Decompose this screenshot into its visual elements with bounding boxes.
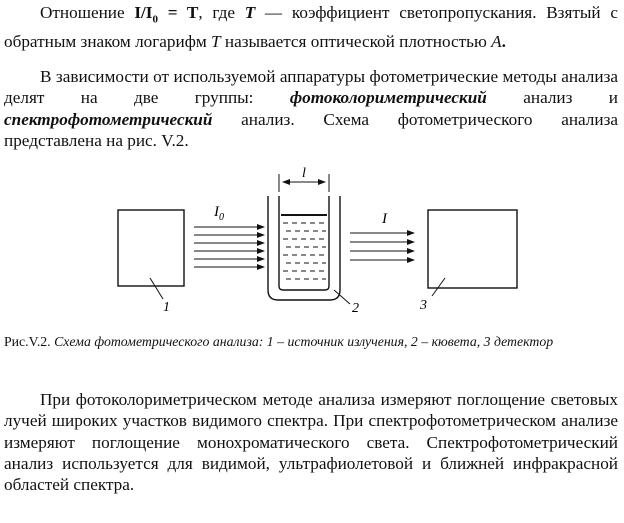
paragraph-transmittance: Отношение I/I0 = T, где T — коэффициент … xyxy=(4,2,618,52)
leader-line-3 xyxy=(431,277,446,297)
text-segment: — коэффициент светопропускания. Взятый с… xyxy=(4,3,618,51)
incident-rays xyxy=(194,224,265,270)
light-source-box xyxy=(117,209,185,287)
formula-subscript: 0 xyxy=(152,13,158,26)
figure-caption: Рис.V.2. Схема фотометрического анализа:… xyxy=(4,333,618,351)
label-3: 3 xyxy=(419,298,427,313)
text-segment: В зависимости от используемой аппаратуры… xyxy=(4,67,618,108)
symbol-t-second: T xyxy=(211,31,221,51)
formula-i-over-i: I/I xyxy=(134,3,153,22)
term-photocolorimetric: фотоколориметрический xyxy=(289,88,487,108)
text-segment: анализ. Схема фотометрического анализа п… xyxy=(4,109,618,150)
liquid-hatching xyxy=(283,222,326,280)
caption-text: Схема фотометрического анализа: 1 – исто… xyxy=(50,334,554,349)
period: . xyxy=(501,31,506,51)
cuvette-inner xyxy=(278,196,330,291)
label-1: 1 xyxy=(163,300,170,315)
text-segment: Отношение xyxy=(40,3,135,22)
text-segment: называется оптической плотностью xyxy=(220,31,492,51)
transmitted-rays xyxy=(350,230,415,263)
symbol-t: T xyxy=(244,3,256,22)
scheme-diagram: 1 I0 l xyxy=(117,166,518,316)
caption-prefix: Рис.V.2. xyxy=(4,334,51,349)
text-segment: анализ и xyxy=(486,88,618,108)
paragraph-comparison: При фотоколориметрическом методе анализа… xyxy=(4,389,618,495)
label-i0: I0 xyxy=(213,204,224,223)
paragraph-methods: В зависимости от используемой аппаратуры… xyxy=(4,66,618,151)
cuvette-holder xyxy=(267,196,341,301)
text-segment: При фотоколориметрическом методе анализа… xyxy=(4,390,618,495)
formula-equals-t: = T xyxy=(157,3,199,22)
label-l: l xyxy=(302,166,306,181)
photometry-scheme-figure: 1 I0 l xyxy=(0,166,624,326)
symbol-a: A xyxy=(491,31,502,51)
leader-line-1 xyxy=(149,277,164,300)
leader-line-2 xyxy=(333,289,351,305)
text-segment: , где xyxy=(198,3,245,22)
term-spectrophotometric: спектрофотометрический xyxy=(4,109,213,129)
label-i: I xyxy=(381,211,388,227)
formula-ratio: I/I0 = T xyxy=(134,3,199,26)
detector-box xyxy=(427,209,518,289)
label-2: 2 xyxy=(352,301,359,316)
